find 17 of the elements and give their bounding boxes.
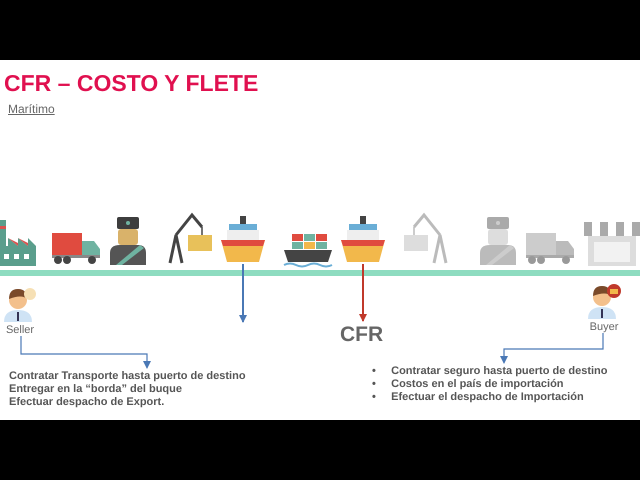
ship-icon	[341, 214, 385, 264]
arrow	[20, 336, 151, 369]
arrow	[359, 264, 367, 322]
ship-icon	[221, 214, 265, 264]
title: CFR – COSTO Y FLETE	[4, 70, 258, 97]
subtitle-link: Marítimo	[8, 102, 55, 116]
text-line: Contratar Transporte hasta puerto de destino	[9, 370, 246, 383]
incoterm-label: CFR	[340, 323, 384, 347]
bullet-item: • Costos en el país de importación	[372, 378, 565, 391]
bullet-item: • Contratar seguro hasta puerto de destino	[372, 365, 608, 378]
arrow	[239, 264, 247, 323]
arrow	[500, 333, 604, 364]
role-label: Buyer	[588, 321, 620, 333]
bullet-item: • Efectuar el despacho de Importación	[372, 391, 585, 404]
role-label: Seller	[4, 324, 36, 336]
text-line: Efectuar despacho de Export.	[9, 396, 166, 409]
text-line: Entregar en la “borda” del buque	[9, 383, 183, 396]
